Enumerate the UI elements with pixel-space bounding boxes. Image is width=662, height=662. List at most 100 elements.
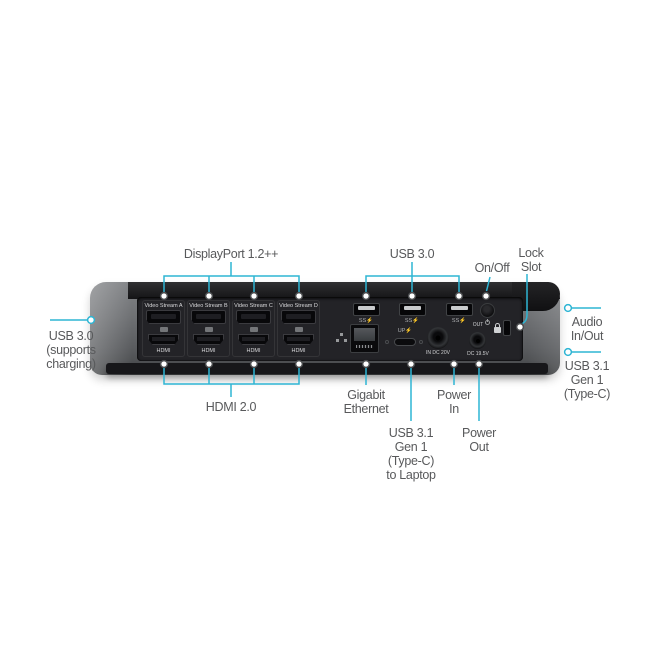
power-out-jack	[469, 332, 486, 349]
onoff-callout-line	[485, 276, 491, 292]
lock-slot-line2: Slot	[520, 260, 542, 274]
lock-slot-port	[503, 320, 511, 336]
marker-gigabit	[361, 359, 371, 369]
gigabit-line1: Gigabit	[347, 388, 385, 402]
usb31-right-line2: Gen 1	[570, 373, 604, 387]
power-out-line1: Power	[462, 426, 496, 440]
onoff-callout-label: On/Off	[474, 261, 510, 275]
marker-dp-a	[159, 291, 169, 301]
usb30-left-line2: (supports	[46, 343, 96, 357]
lock-slot-callout-line	[522, 274, 528, 325]
marker-lock-slot	[515, 322, 525, 332]
displayport-logo-icon	[204, 327, 213, 332]
video-stream-c-label: Video Stream C	[234, 303, 273, 309]
hdmi-callout-label: HDMI 2.0	[205, 400, 257, 414]
usb30-top-callout-line	[365, 262, 460, 292]
usb-superspeed-icon: SS⚡	[404, 318, 420, 324]
power-in-callout-label: Power In	[437, 388, 471, 416]
screw-hole	[419, 340, 423, 344]
displayport-a-slot	[151, 314, 176, 319]
power-in-line2: In	[449, 402, 459, 416]
video-stream-a-section: Video Stream A HDMI	[142, 300, 185, 357]
usb-a-port-2	[399, 303, 426, 316]
dock-base	[106, 363, 548, 374]
audio-callout-label: Audio In/Out	[571, 315, 604, 343]
ethernet-port	[350, 324, 379, 353]
displayport-a-port	[146, 310, 181, 324]
marker-usb30-left	[86, 315, 96, 325]
video-stream-c-section: Video Stream C HDMI	[232, 300, 275, 357]
usb31-bottom-line2: Gen 1	[394, 440, 428, 454]
power-in-line1: Power	[437, 388, 471, 402]
lock-icon	[494, 323, 501, 333]
marker-usb3	[454, 291, 464, 301]
ethernet-port-pins	[356, 345, 373, 348]
hdmi-b-slot	[197, 337, 220, 341]
hdmi-c-port	[238, 334, 269, 345]
marker-usb1	[361, 291, 371, 301]
usb31-right-line1: USB 3.1	[564, 359, 610, 373]
power-out-bottom-label: DC 19.5V	[467, 351, 489, 357]
usb-a-port-1-tab	[358, 306, 375, 310]
marker-audio	[563, 303, 573, 313]
displayport-c-slot	[241, 314, 266, 319]
displayport-b-port	[191, 310, 226, 324]
hdmi-c-slot	[242, 337, 265, 341]
usb31-bottom-line1: USB 3.1	[388, 426, 434, 440]
marker-dp-c	[249, 291, 259, 301]
marker-usb2	[407, 291, 417, 301]
power-out-line2: Out	[469, 440, 489, 454]
displayport-logo-icon	[249, 327, 258, 332]
usb-c-up-icon: UP⚡	[397, 328, 413, 334]
lock-slot-line1: Lock	[518, 246, 544, 260]
marker-hdmi-a	[159, 359, 169, 369]
marker-hdmi-c	[249, 359, 259, 369]
power-symbol-icon	[485, 319, 490, 325]
hdmi-a-label: HDMI	[156, 348, 171, 354]
network-icon	[340, 333, 343, 336]
gigabit-line2: Ethernet	[343, 402, 389, 416]
displayport-logo-icon	[159, 327, 168, 332]
usb-superspeed-icon: SS⚡	[451, 318, 467, 324]
dock-top-face	[128, 282, 560, 299]
usb-a-port-2-tab	[404, 306, 421, 310]
displayport-logo-icon	[294, 327, 303, 332]
hdmi-b-port	[193, 334, 224, 345]
usb-a-port-1	[353, 303, 380, 316]
displayport-b-slot	[196, 314, 221, 319]
marker-hdmi-b	[204, 359, 214, 369]
usb30-left-callout-label: USB 3.0 (supports charging)	[46, 329, 96, 371]
displayport-d-slot	[286, 314, 311, 319]
marker-usb31-bottom	[406, 359, 416, 369]
power-in-hole	[435, 335, 441, 341]
usb30-left-line3: charging)	[46, 357, 96, 371]
hdmi-d-label: HDMI	[291, 348, 306, 354]
marker-dp-b	[204, 291, 214, 301]
usb30-left-line1: USB 3.0	[48, 329, 94, 343]
hdmi-c-label: HDMI	[246, 348, 261, 354]
power-out-hole	[475, 338, 480, 343]
usb31-bottom-line4: to Laptop	[386, 468, 436, 482]
usb-c-port	[394, 338, 416, 346]
displayport-callout-line	[163, 262, 300, 292]
video-stream-d-label: Video Stream D	[279, 303, 318, 309]
displayport-c-port	[236, 310, 271, 324]
marker-power-in	[449, 359, 459, 369]
displayport-callout-label: DisplayPort 1.2++	[183, 247, 279, 261]
marker-onoff	[481, 291, 491, 301]
marker-power-out	[474, 359, 484, 369]
screw-hole	[385, 340, 389, 344]
power-in-jack	[427, 327, 449, 349]
hdmi-a-port	[148, 334, 179, 345]
usb31-bottom-callout-label: USB 3.1 Gen 1 (Type-C) to Laptop	[386, 426, 436, 482]
video-stream-a-label: Video Stream A	[144, 303, 183, 309]
power-button	[480, 303, 495, 318]
usb-a-port-3-tab	[451, 306, 468, 310]
hdmi-d-port	[283, 334, 314, 345]
gigabit-callout-label: Gigabit Ethernet	[344, 388, 389, 416]
audio-line1: Audio	[571, 315, 603, 329]
video-stream-b-label: Video Stream B	[189, 303, 228, 309]
usb30-top-callout-label: USB 3.0	[389, 247, 435, 261]
hdmi-b-label: HDMI	[201, 348, 216, 354]
